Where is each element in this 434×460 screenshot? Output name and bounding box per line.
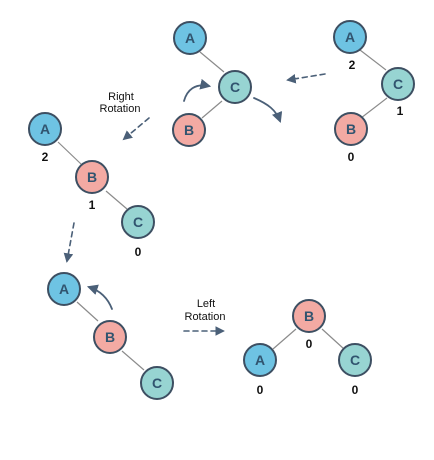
arrow-left-middle-to-bottom-left — [63, 222, 75, 263]
node-c-left-middle — [121, 205, 155, 239]
right-rotation-label-line2: Rotation — [100, 103, 141, 115]
bf-c-top-right: 1 — [397, 104, 404, 118]
bottom-right-tree: B 0 A 0 C 0 — [243, 299, 372, 397]
arrow-top-right-to-top-middle — [286, 73, 326, 84]
node-b-bottom-left — [93, 320, 127, 354]
edge-bottom-right-b-c — [321, 328, 345, 350]
node-c-left-middle-label: C — [133, 214, 143, 230]
left-rotation-label-line1: Left — [197, 298, 215, 310]
top-right-tree: A 2 C 1 B 0 — [333, 20, 415, 164]
edge-left-middle-b-c — [105, 190, 128, 210]
node-a-top-middle — [173, 21, 207, 55]
bf-c-bottom-right: 0 — [352, 383, 359, 397]
node-a-left-middle-label: A — [40, 121, 50, 137]
bf-c-left-middle: 0 — [135, 245, 142, 259]
node-c-bottom-right — [338, 343, 372, 377]
node-b-top-middle-label: B — [184, 122, 194, 138]
edge-top-middle-a-c — [199, 51, 225, 73]
left-middle-tree: A 2 B 1 C 0 — [28, 112, 155, 259]
node-c-top-middle — [218, 70, 252, 104]
node-a-left-middle — [28, 112, 62, 146]
node-c-top-middle-label: C — [230, 79, 240, 95]
arrow-top-middle-to-left-middle — [122, 117, 150, 141]
edge-bottom-left-b-c — [121, 350, 145, 371]
bf-b-top-right: 0 — [348, 150, 355, 164]
bf-a-top-right: 2 — [349, 58, 356, 72]
node-c-bottom-left — [140, 366, 174, 400]
curved-arrow-top-middle-up — [183, 78, 212, 102]
bf-b-left-middle: 1 — [89, 198, 96, 212]
node-b-bottom-right-label: B — [304, 308, 314, 324]
node-b-top-right-label: B — [346, 121, 356, 137]
edge-top-right-c-b — [360, 97, 388, 119]
node-b-top-middle — [172, 113, 206, 147]
node-a-top-middle-label: A — [185, 30, 195, 46]
node-a-bottom-left — [47, 272, 81, 306]
node-c-bottom-right-label: C — [350, 352, 360, 368]
node-a-bottom-right-label: A — [255, 352, 265, 368]
edge-top-right-a-c — [359, 49, 387, 71]
node-b-left-middle — [75, 160, 109, 194]
edge-bottom-left-a-b — [76, 301, 99, 322]
node-a-bottom-left-label: A — [59, 281, 69, 297]
node-c-top-right — [381, 67, 415, 101]
node-a-top-right — [333, 20, 367, 54]
rotation-labels: Right Rotation Left Rotation — [100, 91, 226, 323]
bottom-left-tree: A B C — [47, 272, 174, 400]
right-rotation-label-line1: Right — [108, 91, 134, 103]
node-c-bottom-left-label: C — [152, 375, 162, 391]
edge-bottom-right-b-a — [272, 328, 297, 350]
bf-a-bottom-right: 0 — [257, 383, 264, 397]
node-b-left-middle-label: B — [87, 169, 97, 185]
curved-arrow-bottom-left — [86, 284, 113, 310]
curved-arrow-top-middle-down — [253, 97, 283, 124]
edge-top-middle-c-b — [201, 100, 223, 119]
node-b-bottom-right — [292, 299, 326, 333]
top-middle-tree: A C B — [172, 21, 252, 147]
node-b-top-right — [334, 112, 368, 146]
node-c-top-right-label: C — [393, 76, 403, 92]
edge-left-middle-a-b — [57, 141, 82, 165]
node-b-bottom-left-label: B — [105, 329, 115, 345]
process-arrows — [63, 73, 326, 336]
node-a-top-right-label: A — [345, 29, 355, 45]
bf-a-left-middle: 2 — [42, 150, 49, 164]
node-a-bottom-right — [243, 343, 277, 377]
tree-edges — [57, 49, 388, 371]
bf-b-bottom-right: 0 — [306, 337, 313, 351]
left-rotation-label-line2: Rotation — [185, 311, 226, 323]
